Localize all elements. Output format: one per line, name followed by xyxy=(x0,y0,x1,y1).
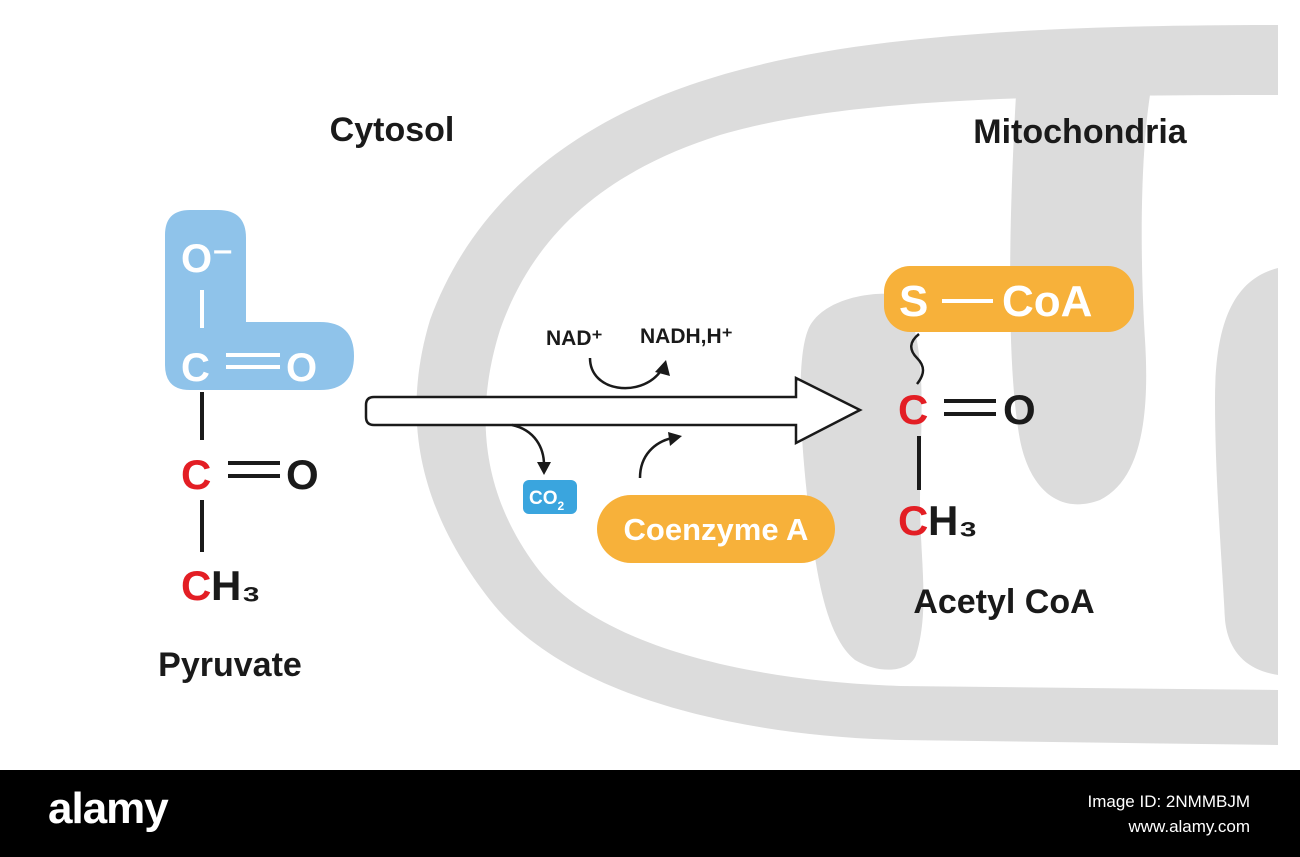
pyruvate-carboxyl-carbon: C xyxy=(181,346,210,390)
acetyl-coa-label: Acetyl CoA xyxy=(913,583,1094,621)
pyruvate-o-minus: O⁻ xyxy=(181,237,233,281)
pyruvate-label: Pyruvate xyxy=(158,646,302,684)
acetyl-coa-methyl-carbon: C xyxy=(898,497,928,544)
mitochondria-label: Mitochondria xyxy=(973,113,1188,151)
acetyl-coa-sulfur: S xyxy=(899,277,928,326)
mitochondria-crista-2 xyxy=(1215,268,1278,675)
nadh-label: NADH,H⁺ xyxy=(640,325,733,348)
nad-arrowhead xyxy=(655,360,670,376)
pyruvate-methyl-hydrogens: H₃ xyxy=(211,562,261,609)
site-url: www.alamy.com xyxy=(1128,817,1250,836)
pyruvate-oxidation-diagram: Cytosol Mitochondria O⁻ C O C O C H₃ Pyr… xyxy=(158,25,1278,745)
pyruvate-methyl-carbon: C xyxy=(181,562,211,609)
acetyl-coa-carbonyl-oxygen: O xyxy=(1003,386,1036,433)
pyruvate-keto-carbon: C xyxy=(181,451,211,498)
pyruvate-keto-oxygen: O xyxy=(286,451,319,498)
acetyl-coa-coa: CoA xyxy=(1002,277,1092,326)
acetyl-coa-carbonyl-carbon: C xyxy=(898,386,928,433)
nad-label: NAD⁺ xyxy=(546,327,603,350)
coenzyme-a-arrowhead xyxy=(668,432,682,446)
coenzyme-a-label: Coenzyme A xyxy=(624,512,809,547)
thioester-wavy-bond xyxy=(910,333,925,385)
cytosol-label: Cytosol xyxy=(330,111,455,149)
mitochondrion-crista-3 xyxy=(800,293,924,670)
co2-arrowhead xyxy=(537,462,551,475)
co2-label: CO2 xyxy=(529,488,565,513)
s-coa-badge xyxy=(884,266,1134,332)
carboxyl-group-highlight xyxy=(165,210,354,390)
coenzyme-a-badge xyxy=(597,495,835,563)
stock-footer-bar: alamy Image ID: 2NMMBJM www.alamy.com xyxy=(0,770,1300,857)
reaction-arrow xyxy=(364,375,863,446)
alamy-logo: alamy xyxy=(48,784,169,833)
image-id: Image ID: 2NMMBJM xyxy=(1087,792,1250,811)
nad-curved-arrow xyxy=(588,357,661,390)
coenzyme-a-curved-arrow xyxy=(638,436,673,479)
pyruvate-carboxyl-oxygen: O xyxy=(286,346,317,390)
co2-curved-arrow xyxy=(511,423,546,466)
co2-badge xyxy=(523,480,577,514)
acetyl-coa-methyl-hydrogens: H₃ xyxy=(928,497,978,544)
